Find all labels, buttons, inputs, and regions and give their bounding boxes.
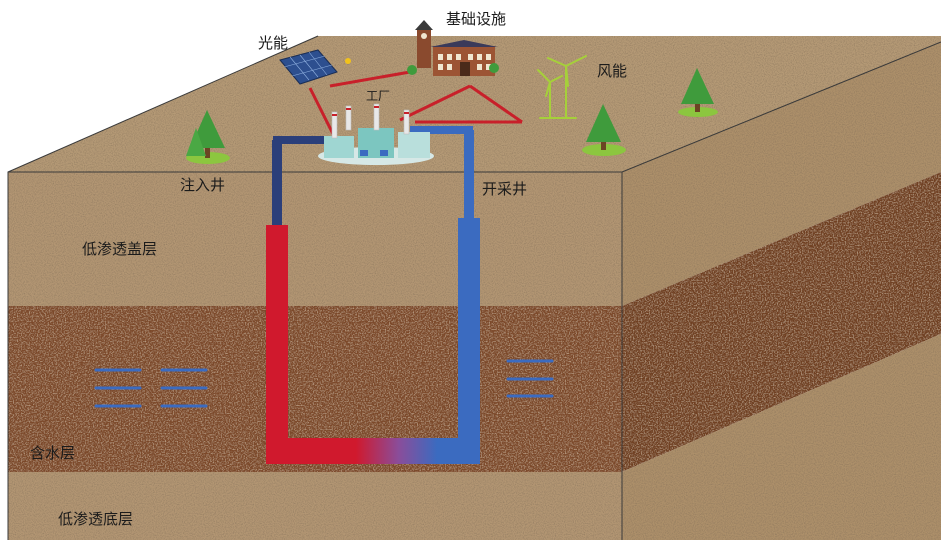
power-lines	[308, 70, 523, 137]
label-aquifer: 含水层	[30, 444, 75, 462]
production-well	[410, 126, 480, 445]
horizontal-flow-pipe	[266, 438, 480, 464]
block-edges	[7, 35, 941, 540]
infrastructure-icon	[407, 20, 499, 76]
label-solar: 光能	[258, 34, 288, 52]
label-caprock: 低渗透盖层	[82, 240, 157, 258]
label-wind: 风能	[597, 62, 627, 80]
label-injection-well: 注入井	[180, 176, 225, 194]
label-production-well: 开采井	[482, 180, 527, 198]
label-infrastructure: 基础设施	[446, 10, 506, 28]
wind-turbine-icon	[537, 55, 587, 119]
bedrock-side	[622, 334, 941, 540]
tree-icon	[678, 68, 718, 117]
label-factory: 工厂	[366, 89, 390, 103]
caprock-side	[622, 42, 941, 306]
injection-well	[266, 136, 335, 445]
bedrock-layer	[8, 472, 622, 540]
solar-panel-icon	[279, 49, 351, 85]
factory-icon	[318, 103, 434, 165]
tree-icon	[582, 104, 626, 156]
tree-icon	[186, 110, 230, 164]
caprock-layer	[8, 172, 622, 306]
aquifer-side	[622, 172, 941, 472]
water-flow-marks	[94, 359, 554, 408]
label-bedrock: 低渗透底层	[58, 510, 133, 528]
